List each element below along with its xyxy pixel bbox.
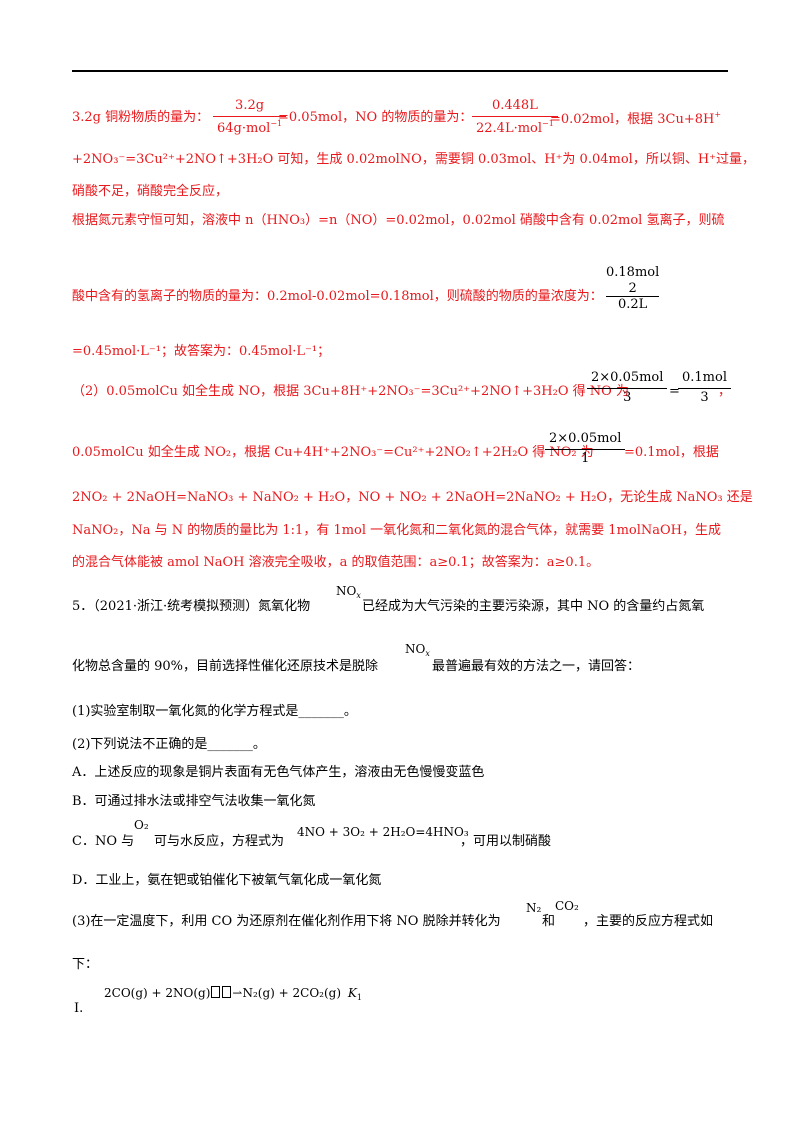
part-3b: ，主要的反应方程式如 <box>583 914 714 929</box>
solution-line-1c: =0.02mol，根据 3Cu+8H+ <box>550 110 722 127</box>
option-b: B．可通过排水法或排空气法收集一氧化氮 <box>72 794 316 809</box>
equals-sign: = <box>669 384 680 399</box>
option-d: D．工业上，氨在钯或铂催化下被氧气氧化成一氧化氮 <box>72 873 382 888</box>
part-1: (1)实验室制取一氧化氮的化学方程式是_______。 <box>72 704 357 719</box>
denominator: 1 <box>581 450 590 466</box>
solution-line-1b: =0.05mol，NO 的物质的量为： <box>278 111 472 124</box>
subscript: x <box>356 591 361 600</box>
fraction-no-amount: 2×0.05mol 3 <box>587 370 668 406</box>
denominator: 3 <box>700 389 709 405</box>
text: =0.02mol，根据 3Cu+8H <box>550 112 715 127</box>
solution-line-4: 根据氮元素守恒可知，溶液中 n（HNO₃）=n（NO）=0.02mol，0.02… <box>72 213 725 228</box>
text: 0.05molCu 如全生成 NO₂，根据 Cu+4H⁺+2NO₃⁻=Cu²⁺+… <box>72 445 594 460</box>
numerator: 0.448L <box>472 98 558 117</box>
numerator: 2×0.05mol <box>587 370 668 389</box>
part-2: (2)下列说法不正确的是_______。 <box>72 737 266 752</box>
equilibrium-box <box>222 986 232 998</box>
reaction-1-equation: 2CO(g) + 2NO(g) ⇀N₂(g) + 2CO₂(g) K1 <box>104 986 362 1002</box>
text: (3)在一定温度下，利用 CO 为还原剂在催化剂作用下将 NO 脱除并转化为 <box>72 914 501 929</box>
question-5-line-1: 5．（2021·浙江·统考模拟预测）氮氧化物 <box>72 600 310 613</box>
question-5-line-1b: 已经成为大气污染的主要污染源，其中 NO 的含量约占氮氧 <box>362 599 705 614</box>
text: （2）0.05molCu 如全生成 NO，根据 3Cu+8H⁺+2NO₃⁻=3C… <box>72 384 629 399</box>
solution-line-7: （2）0.05molCu 如全生成 NO，根据 3Cu+8H⁺+2NO₃⁻=3C… <box>72 385 629 398</box>
fraction-no-result: 0.1mol 3 <box>678 370 731 406</box>
solution-line-2: +2NO₃⁻=3Cu²⁺+2NO↑+3H₂O 可知，生成 0.02molNO，需… <box>72 152 756 167</box>
option-c: C．NO 与 <box>72 835 134 848</box>
superscript: + <box>714 110 722 119</box>
solution-line-8: 0.05molCu 如全生成 NO₂，根据 Cu+4H⁺+2NO₃⁻=Cu²⁺+… <box>72 446 594 459</box>
denominator: 64g·mol <box>217 120 271 136</box>
numerator: 3.2g <box>213 98 287 117</box>
reactants: 2CO(g) + 2NO(g) <box>104 986 211 1000</box>
fraction-concentration: 0.18mol 2 0.2L <box>606 265 660 313</box>
question-5-line-2b: 最普遍最有效的方法之一，请回答： <box>432 659 641 674</box>
text: 5．（2021·浙江·统考模拟预测）氮氧化物 <box>72 599 311 614</box>
nox-text: NO <box>405 642 426 656</box>
fraction-no-moles: 0.448L 22.4L·mol−1 <box>472 98 558 137</box>
option-c-b: 可与水反应，方程式为 <box>154 834 285 849</box>
denominator: 3 <box>623 389 632 405</box>
solution-line-5: 酸中含有的氢离子的物质的量为：0.2mol-0.02mol=0.18mol，则硫… <box>72 289 603 304</box>
numerator: 0.1mol <box>678 370 731 389</box>
bottom-value: 0.2L <box>617 297 648 313</box>
nox-formula-2: NOx <box>405 642 430 658</box>
middle-value: 2 <box>606 281 660 298</box>
superscript: −1 <box>542 118 554 128</box>
option-c-c: ，可用以制硝酸 <box>460 834 552 849</box>
question-5-line-2: 化物总含量的 90%，目前选择性催化还原技术是脱除 <box>72 659 379 674</box>
numerator: 2×0.05mol <box>545 431 626 450</box>
n2-formula: N₂ <box>526 901 542 915</box>
text: =0.05mol，NO 的物质的量为： <box>278 110 473 125</box>
comma: ， <box>718 384 732 399</box>
k-symbol: K <box>347 986 357 1000</box>
and-text: 和 <box>542 914 556 929</box>
solution-line-1: 3.2g 铜粉物质的量为： <box>72 111 209 124</box>
subscript: x <box>425 649 430 658</box>
subscript: 1 <box>356 993 362 1002</box>
solution-line-9: 2NO₂ + 2NaOH=NaNO₃ + NaNO₂ + H₂O，NO + NO… <box>72 490 753 505</box>
header-rule <box>72 70 728 72</box>
denominator: 22.4L·mol <box>476 120 543 136</box>
fraction-no2-amount: 2×0.05mol 1 <box>545 431 626 467</box>
option-a: A．上述反应的现象是铜片表面有无色气体产生，溶液由无色慢慢变蓝色 <box>72 765 485 780</box>
reaction-1-label: Ⅰ. <box>74 1001 84 1016</box>
superscript: −1 <box>270 118 283 128</box>
text: C．NO 与 <box>72 834 135 849</box>
o2-formula: O₂ <box>134 818 149 832</box>
equilibrium-box <box>211 986 221 998</box>
nox-formula: NOx <box>336 584 361 600</box>
part-3: (3)在一定温度下，利用 CO 为还原剂在催化剂作用下将 NO 脱除并转化为 <box>72 915 501 928</box>
top-value: 0.18mol <box>606 265 660 280</box>
solution-line-3: 硝酸不足，硝酸完全反应， <box>72 184 229 199</box>
solution-line-11: 的混合气体能被 amol NaOH 溶液完全吸收，a 的取值范围：a≥0.1；故… <box>72 555 600 570</box>
solution-line-6: =0.45mol·L⁻¹；故答案为：0.45mol·L⁻¹； <box>72 344 331 359</box>
products: N₂(g) + 2CO₂(g) <box>242 986 342 1000</box>
text: 3.2g 铜粉物质的量为： <box>72 110 210 125</box>
solution-line-8b: =0.1mol，根据 <box>624 445 719 460</box>
co2-formula: CO₂ <box>555 899 579 913</box>
part-3c: 下： <box>72 957 99 972</box>
arrow-icon: ⇀ <box>232 986 243 1000</box>
equation-no-o2: 4NO + 3O₂ + 2H₂O=4HNO₃ <box>297 825 469 839</box>
nox-text: NO <box>336 584 357 598</box>
solution-line-10: NaNO₂，Na 与 N 的物质的量比为 1:1，有 1mol 一氧化氮和二氧化… <box>72 523 722 538</box>
fraction-cu-moles: 3.2g 64g·mol−1 <box>213 98 287 137</box>
